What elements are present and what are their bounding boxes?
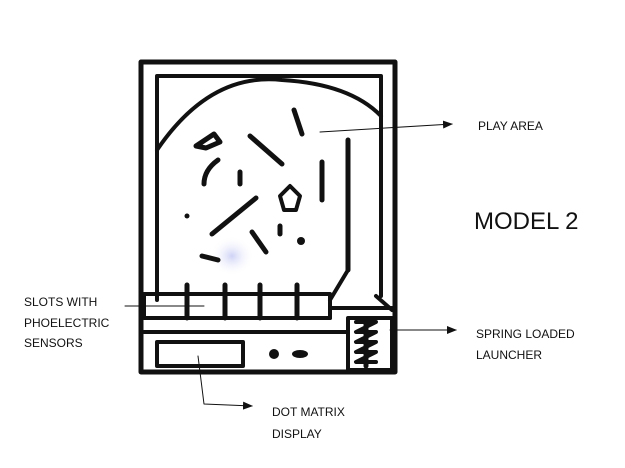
arrow-play-area (319, 120, 453, 133)
cabinet-inner-frame (155, 74, 383, 302)
peg-dot (184, 213, 190, 219)
model-title: MODEL 2 (474, 208, 579, 235)
bumper-arc (193, 131, 223, 151)
arrow-display (197, 355, 253, 410)
peg-dot (297, 237, 305, 245)
launcher-lane-slant (328, 268, 350, 302)
launcher-box (346, 316, 394, 372)
play-area-label: PLAY AREA (478, 119, 543, 133)
spring-label-line1: SPRING LOADED (476, 327, 575, 341)
left-outlane (199, 253, 221, 263)
lower-rail (249, 229, 269, 255)
display-label-line1: DOT MATRIX (272, 405, 345, 419)
slots-label-line1: SLOTS WITH (24, 295, 98, 309)
display-label-line2: DISPLAY (272, 427, 322, 441)
pentagon-bumper (278, 184, 302, 212)
slots-label-line2: PHOELECTRIC (24, 316, 110, 330)
diagonal-rail (247, 133, 285, 167)
slots-label-line3: SENSORS (24, 336, 83, 350)
dot-matrix-display (155, 340, 245, 368)
long-diagonal-flipper (209, 195, 259, 237)
short-rail (291, 107, 305, 137)
spring-label-line2: LAUNCHER (476, 348, 543, 362)
curved-rail (201, 157, 221, 187)
cabinet-outer-frame (138, 59, 398, 375)
display-button-right (292, 350, 308, 358)
glare-smudge (210, 236, 254, 276)
display-button-left (269, 349, 279, 359)
play-area-dome (155, 77, 383, 152)
